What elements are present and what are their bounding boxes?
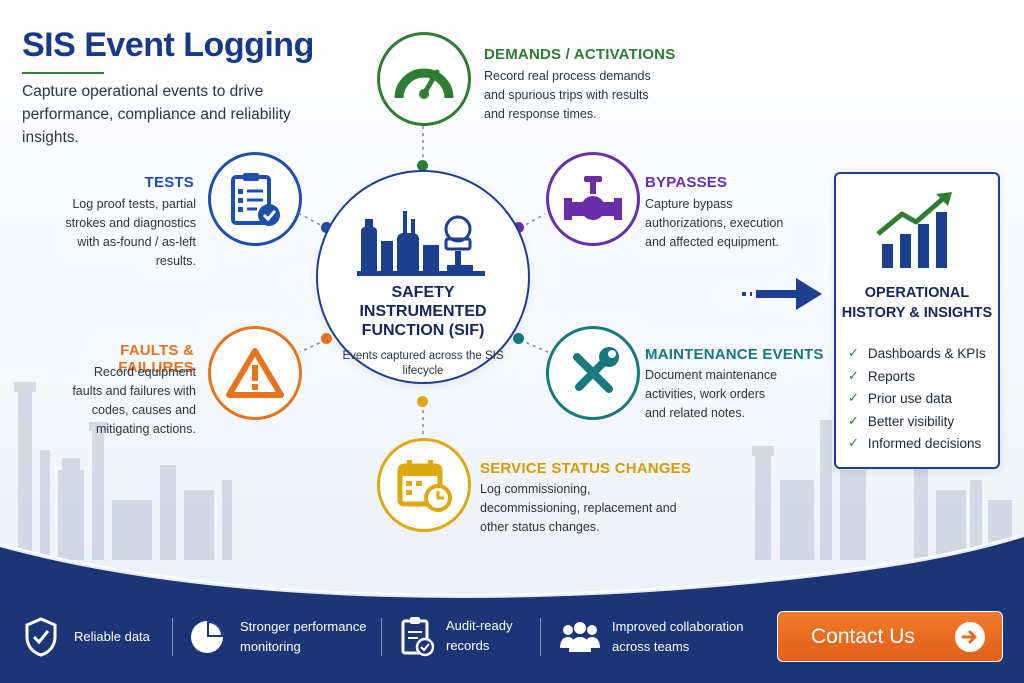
page-subtitle: Capture operational events to drive perf… <box>22 83 291 146</box>
connector-dot-status <box>417 396 428 407</box>
sif-center-circle <box>316 170 530 384</box>
contact-us-button[interactable]: Contact Us <box>777 611 1003 662</box>
bypasses-title: BYPASSES <box>645 174 728 191</box>
demands-description: Record real process demands and spurious… <box>484 69 651 121</box>
arrow-right-icon <box>955 622 985 652</box>
flow-arrow <box>742 278 822 310</box>
faults-icon-circle <box>208 326 302 420</box>
tools-icon <box>573 347 619 393</box>
maintenance-title: MAINTENANCE EVENTS <box>645 346 824 363</box>
clipboard-check-icon <box>401 617 434 657</box>
footer-band <box>0 535 1024 683</box>
maintenance-icon-circle <box>546 326 640 420</box>
connector-dot-tests <box>321 222 332 233</box>
tests-description: Log proof tests, partial strokes and dia… <box>65 197 196 268</box>
checklist-icon <box>231 173 280 226</box>
footer-divider <box>172 618 173 656</box>
pie-chart-icon <box>191 621 223 653</box>
title-underline <box>22 72 104 74</box>
tests-title: TESTS <box>144 174 194 191</box>
bypasses-icon-circle <box>546 152 640 246</box>
contact-us-label: Contact Us <box>811 624 915 648</box>
insight-item: ✓ Reports <box>848 368 915 384</box>
check-icon: ✓ <box>848 413 859 428</box>
status-icon-circle <box>377 438 471 532</box>
connector-dot-faults <box>321 333 332 344</box>
warning-icon <box>226 348 284 398</box>
faults-description: Record equipment faults and failures wit… <box>72 365 196 436</box>
insight-label: Better visibility <box>867 413 955 429</box>
insight-item: ✓ Dashboards & KPIs <box>848 345 986 361</box>
connector-dot-bypasses <box>513 222 524 233</box>
check-icon: ✓ <box>848 345 859 360</box>
sif-title: SAFETY INSTRUMENTED FUNCTION (SIF) <box>359 284 487 339</box>
faults-title: FAULTS & FAILURES <box>118 342 194 376</box>
insight-item: ✓ Prior use data <box>848 390 952 406</box>
connector-dot-maintenance <box>513 333 524 344</box>
plant-icon <box>357 211 485 276</box>
insight-item: ✓ Better visibility <box>848 413 954 429</box>
tests-icon-circle <box>208 152 302 246</box>
refinery-skyline-right <box>752 420 1012 560</box>
check-icon: ✓ <box>848 368 859 383</box>
footer-label: Reliable data <box>74 629 150 644</box>
check-icon: ✓ <box>848 390 859 405</box>
calendar-clock-icon <box>397 460 452 512</box>
footer-label: Audit-ready records <box>446 618 513 653</box>
footer-item-reliable: Reliable data <box>24 617 150 657</box>
footer-label: Stronger performance monitoring <box>240 619 367 654</box>
footer-divider <box>381 618 382 656</box>
insight-label: Informed decisions <box>867 435 982 451</box>
footer-label: Improved collaboration across teams <box>612 619 744 654</box>
footer-divider <box>540 618 541 656</box>
status-title: SERVICE STATUS CHANGES <box>480 460 692 477</box>
insight-label: Prior use data <box>867 390 952 406</box>
refinery-skyline-left <box>14 382 232 560</box>
demands-title: DEMANDS / ACTIVATIONS <box>484 46 676 63</box>
connector-dot-demands <box>417 160 428 171</box>
maintenance-description: Document maintenance activities, work or… <box>645 368 778 420</box>
footer-item-audit: Audit-ready records <box>400 615 526 657</box>
demands-icon-circle <box>377 32 471 126</box>
shield-check-icon <box>25 617 57 657</box>
footer-item-collaboration: Improved collaboration across teams <box>560 617 762 657</box>
insight-label: Dashboards & KPIs <box>867 345 986 361</box>
valve-icon <box>564 176 622 220</box>
bypasses-description: Capture bypass authorizations, execution… <box>645 197 784 249</box>
growth-chart-icon <box>876 192 952 268</box>
insights-title: OPERATIONAL HISTORY & INSIGHTS <box>841 285 993 321</box>
check-icon: ✓ <box>848 435 859 450</box>
status-description: Log commissioning, decommissioning, repl… <box>480 482 677 534</box>
insight-item: ✓ Informed decisions <box>848 435 981 451</box>
page-title: SIS Event Logging <box>22 26 314 64</box>
sif-subtitle: Events captured across the SIS lifecycle <box>342 350 504 377</box>
insight-label: Reports <box>867 368 916 384</box>
gauge-icon <box>394 68 454 99</box>
footer-item-performance: Stronger performance monitoring <box>188 617 370 657</box>
team-icon <box>560 622 600 652</box>
